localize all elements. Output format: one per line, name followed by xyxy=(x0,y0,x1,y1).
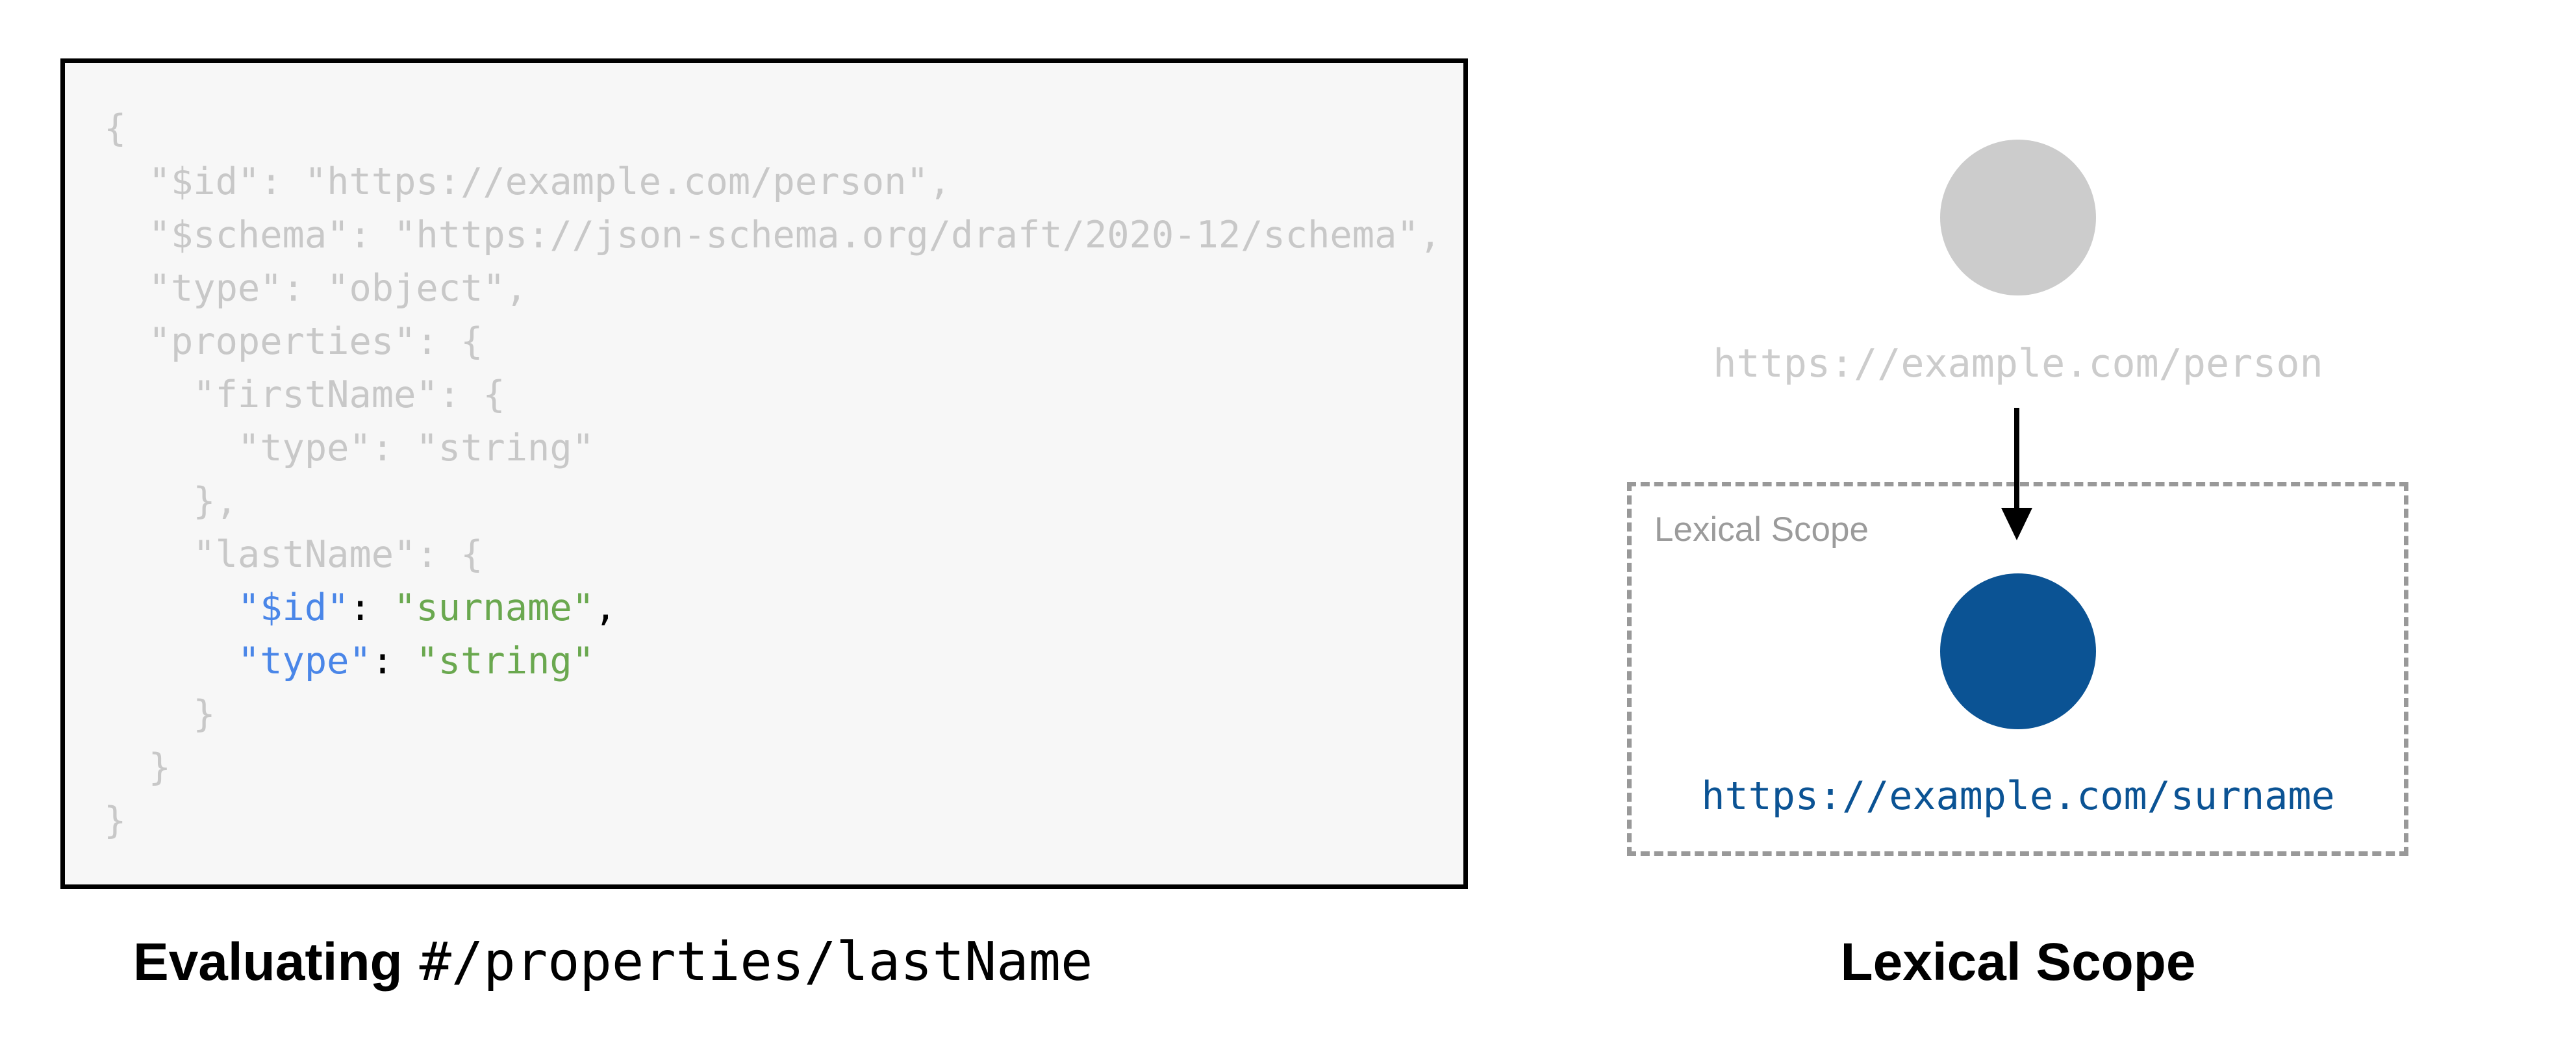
lexical-scope-box-label: Lexical Scope xyxy=(1654,510,1869,549)
code-line: "type": "string" xyxy=(104,427,594,469)
code-line: "type": "object", xyxy=(104,267,528,310)
code-line: "type": "string" xyxy=(237,640,594,682)
code-line: }, xyxy=(104,480,238,523)
surname-schema-uri-label: https://example.com/surname xyxy=(1701,773,2335,819)
code-line: "$id": "surname", xyxy=(237,586,617,629)
code-line: "$schema": "https://json-schema.org/draf… xyxy=(104,214,1442,257)
person-schema-node xyxy=(1940,140,2096,295)
surname-schema-node xyxy=(1940,573,2096,729)
right-caption: Lexical Scope xyxy=(1840,933,2196,992)
code-line: "lastName": { xyxy=(104,533,483,576)
left-caption-json-pointer: #/properties/lastName xyxy=(419,931,1093,993)
code-line: } xyxy=(104,746,171,789)
left-caption-evaluating: Evaluating xyxy=(133,933,403,992)
code-line: } xyxy=(104,693,216,736)
code-line: "firstName": { xyxy=(104,373,505,416)
person-schema-uri-label: https://example.com/person xyxy=(1713,341,2323,386)
json-schema-code-panel: { "$id": "https://example.com/person", "… xyxy=(60,58,1468,889)
json-schema-code: { "$id": "https://example.com/person", "… xyxy=(65,63,1463,847)
code-line: "$id": "https://example.com/person", xyxy=(104,160,952,203)
code-line: { xyxy=(104,107,127,150)
code-line: } xyxy=(104,799,127,842)
down-arrow-head xyxy=(2001,508,2032,540)
down-arrow-shaft xyxy=(2014,408,2019,510)
code-line: "properties": { xyxy=(104,320,483,363)
left-caption: Evaluating #/properties/lastName xyxy=(133,930,1092,995)
